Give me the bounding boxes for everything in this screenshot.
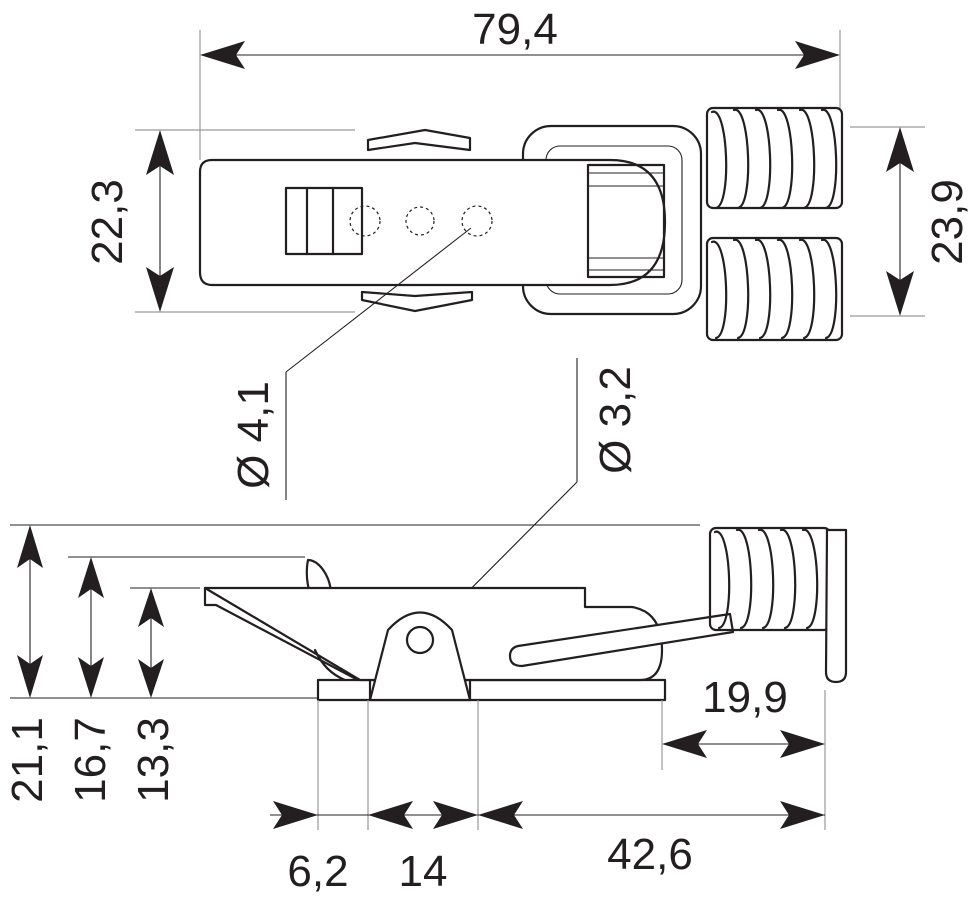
dimension-height-total: 21,1 bbox=[3, 525, 52, 803]
hook-arm bbox=[508, 612, 735, 668]
hidden-hole-3 bbox=[461, 205, 493, 237]
hidden-hole-1 bbox=[349, 205, 381, 237]
clip-bottom bbox=[360, 290, 474, 313]
spring-upper bbox=[705, 106, 844, 210]
spring-lower bbox=[705, 236, 844, 342]
dimension-height-mid: 16,7 bbox=[66, 557, 115, 803]
dimension-overall-length: 79,4 bbox=[199, 5, 841, 160]
dimension-bottom-chain: 6,2 14 42,6 bbox=[270, 801, 825, 896]
leader-hole-small: Ø 3,2 bbox=[419, 358, 640, 641]
dimension-spring-width: 23,9 bbox=[850, 126, 971, 317]
label-spring-length: 19,9 bbox=[702, 673, 788, 722]
top-view: 79,4 22,3 23,9 bbox=[83, 5, 971, 500]
label-body-width: 22,3 bbox=[83, 179, 132, 265]
dimension-height-low: 13,3 bbox=[129, 588, 178, 803]
label-base-length: 42,6 bbox=[607, 830, 693, 879]
hook-window bbox=[586, 163, 666, 279]
side-view: Ø 3,2 21,1 16,7 13,3 bbox=[3, 358, 848, 896]
label-height-total: 21,1 bbox=[3, 717, 52, 803]
side-spring bbox=[708, 526, 848, 684]
latch-body bbox=[198, 158, 667, 287]
hinge-bracket bbox=[368, 611, 472, 702]
label-height-mid: 16,7 bbox=[66, 717, 115, 803]
hinge-pin bbox=[405, 625, 435, 655]
grip-ribs bbox=[284, 186, 364, 256]
clip-top bbox=[366, 128, 472, 152]
label-hole-small: Ø 3,2 bbox=[591, 366, 640, 474]
label-height-low: 13,3 bbox=[129, 717, 178, 803]
hidden-hole-2 bbox=[405, 206, 435, 236]
label-hole-large: Ø 4,1 bbox=[229, 381, 278, 489]
label-hinge-width: 14 bbox=[399, 847, 448, 896]
label-overall-length: 79,4 bbox=[472, 5, 558, 54]
dimension-spring-length: 19,9 bbox=[662, 673, 825, 758]
label-spring-width: 23,9 bbox=[923, 179, 971, 265]
dimension-body-width: 22,3 bbox=[83, 129, 355, 313]
leader-hole-large: Ø 4,1 bbox=[229, 227, 472, 500]
label-base-offset: 6,2 bbox=[287, 847, 348, 896]
